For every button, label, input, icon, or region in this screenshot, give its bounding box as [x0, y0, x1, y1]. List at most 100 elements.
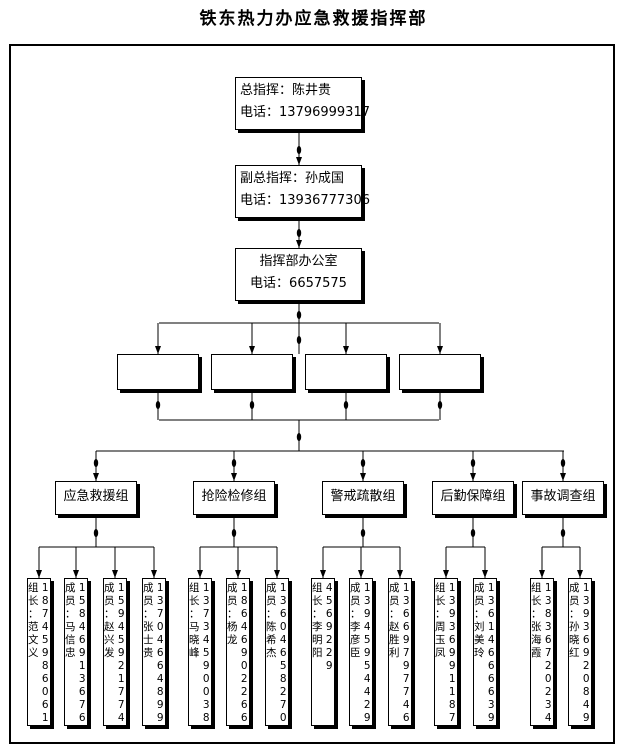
arrow-icon: [235, 570, 241, 578]
group-box: 应急救援组: [55, 481, 137, 515]
group-box: 警戒疏散组: [322, 481, 404, 515]
arrow-icon: [470, 473, 476, 481]
junction-dot: [296, 336, 302, 344]
member-name-column: 成员：孙晓红: [569, 582, 580, 659]
commander-box: 总指挥：陈井贵 电话：13796999317: [235, 77, 370, 130]
arrow-icon: [437, 346, 443, 354]
office-member-box: [399, 354, 481, 390]
group-box: 后勤保障组: [432, 481, 514, 515]
member-name-column: 成员：张士贵: [143, 582, 154, 659]
junction-dot: [470, 529, 476, 537]
arrow-icon: [93, 473, 99, 481]
arrow-icon: [397, 570, 403, 578]
junction-dot: [296, 229, 302, 237]
junction-dot: [296, 433, 302, 441]
office-member-box: [211, 354, 293, 390]
office-member-box: [305, 354, 387, 390]
member-name-column: 成员：赵兴发: [104, 582, 115, 659]
member-name-column: 组长：范文义: [28, 582, 39, 659]
arrow-icon: [360, 473, 366, 481]
arrow-icon: [112, 570, 118, 578]
arrow-icon: [274, 570, 280, 578]
member-name-column: 成员：陈希杰: [266, 582, 277, 659]
junction-dot: [560, 529, 566, 537]
commander-phone: 电话：13796999317: [240, 105, 370, 120]
arrow-icon: [151, 570, 157, 578]
junction-dot: [249, 401, 255, 409]
member-name-column: 组长：张海霞: [531, 582, 542, 659]
arrow-icon: [343, 346, 349, 354]
group-box: 事故调查组: [522, 481, 604, 515]
arrow-icon: [443, 570, 449, 578]
member-name-column: 成员：李彦臣: [350, 582, 361, 659]
arrow-icon: [73, 570, 79, 578]
arrow-icon: [482, 570, 488, 578]
office-box: 指挥部办公室 电话：6657575: [235, 248, 362, 301]
chart-title: 铁东热力办应急救援指挥部: [199, 9, 428, 29]
deputy-box: 副总指挥：孙成国 电话：13936777306: [235, 165, 370, 218]
chart-frame: [9, 44, 615, 744]
arrow-icon: [36, 570, 42, 578]
deputy-phone: 电话：13936777306: [240, 193, 370, 208]
commander-name: 总指挥：陈井贵: [240, 83, 332, 98]
arrow-icon: [320, 570, 326, 578]
member-name-column: 成员：赵胜利: [389, 582, 400, 659]
arrow-icon: [155, 346, 161, 354]
member-name-column: 成员：马信忠: [65, 582, 76, 659]
junction-dot: [343, 401, 349, 409]
junction-dot: [470, 459, 476, 467]
junction-dot: [360, 529, 366, 537]
junction-dot: [296, 311, 302, 319]
junction-dot: [231, 459, 237, 467]
arrow-icon: [296, 157, 302, 165]
junction-dot: [93, 529, 99, 537]
member-name-column: 成员：刘美玲: [474, 582, 485, 659]
junction-dot: [560, 459, 566, 467]
arrow-icon: [296, 240, 302, 248]
junction-dot: [437, 401, 443, 409]
junction-dot: [360, 459, 366, 467]
member-name-column: 组长：马晓峰: [189, 582, 200, 659]
arrow-icon: [231, 473, 237, 481]
arrow-icon: [560, 473, 566, 481]
arrow-icon: [249, 346, 255, 354]
office-name: 指挥部办公室: [259, 254, 338, 269]
member-name-column: 组长：李明阳: [312, 582, 323, 659]
junction-dot: [155, 401, 161, 409]
arrow-icon: [539, 570, 545, 578]
arrow-icon: [358, 570, 364, 578]
junction-dot: [231, 529, 237, 537]
office-member-box: [117, 354, 199, 390]
office-phone: 电话：6657575: [250, 276, 347, 291]
group-box: 抢险检修组: [193, 481, 275, 515]
arrow-icon: [197, 570, 203, 578]
